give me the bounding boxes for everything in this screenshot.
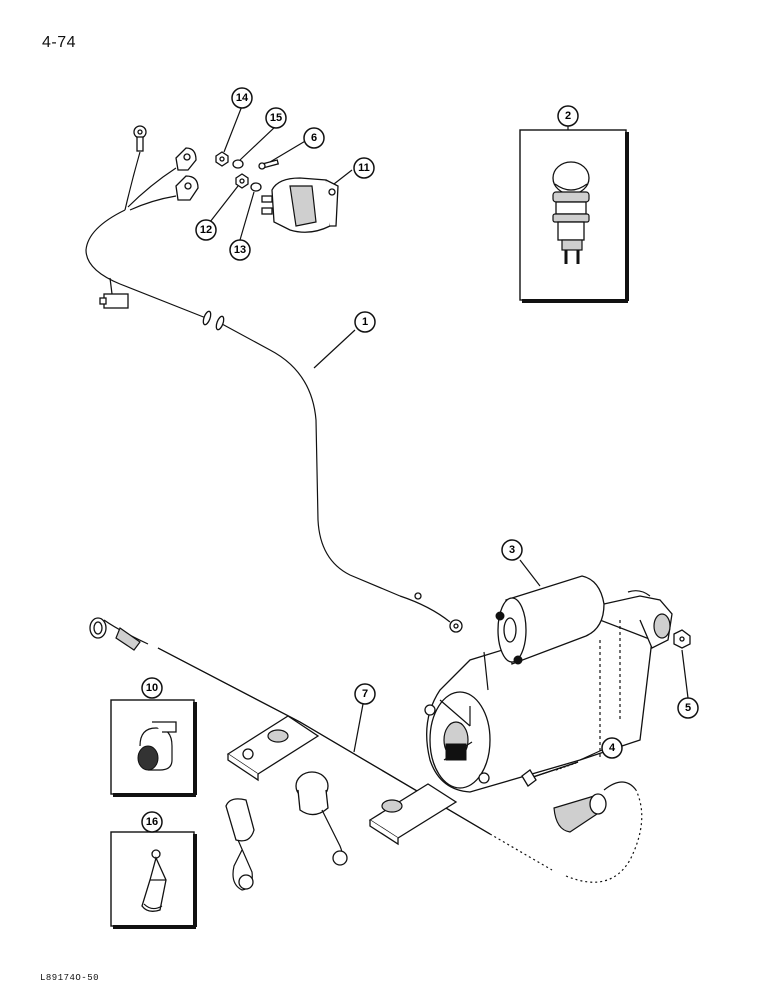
callout-label: 11 <box>358 162 370 174</box>
callout-label: 10 <box>146 682 158 694</box>
callout-16: 16 <box>141 811 163 833</box>
callout-label: 2 <box>565 110 571 122</box>
callout-15: 15 <box>265 107 287 129</box>
starter-motor <box>424 575 673 793</box>
callout-label: 16 <box>146 816 158 828</box>
callout-13: 13 <box>229 239 251 261</box>
push-button-switch <box>552 161 590 264</box>
page-number: 4-74 <box>42 34 77 51</box>
callout-5: 5 <box>677 697 699 719</box>
callout-3: 3 <box>501 539 523 561</box>
cable-clip-lower <box>368 783 458 846</box>
leader-lines <box>209 105 689 761</box>
wiring-harness <box>85 125 463 633</box>
callout-label: 15 <box>270 112 282 124</box>
callout-label: 3 <box>509 544 515 556</box>
figure-code: L89174O-50 <box>40 973 100 983</box>
callout-4: 4 <box>601 737 623 759</box>
terminal-boot-right <box>295 771 348 866</box>
callout-label: 6 <box>311 132 317 144</box>
callout-12: 12 <box>195 219 217 241</box>
terminal-boot-left <box>225 798 255 891</box>
cable-clamp <box>137 721 177 771</box>
nut-12 <box>235 173 249 189</box>
callout-1: 1 <box>354 311 376 333</box>
cable-strap <box>141 849 167 912</box>
callout-7: 7 <box>354 683 376 705</box>
callout-label: 1 <box>362 316 368 328</box>
callout-10: 10 <box>141 677 163 699</box>
washer-15 <box>232 159 244 169</box>
callout-6: 6 <box>303 127 325 149</box>
nut-14 <box>215 151 229 167</box>
callout-label: 12 <box>200 224 212 236</box>
relay-solenoid <box>261 177 339 233</box>
cable-clip-upper <box>226 715 320 782</box>
nut-5 <box>673 629 691 649</box>
screw-6 <box>258 159 280 170</box>
callout-label: 4 <box>609 742 616 754</box>
callout-label: 7 <box>362 688 368 700</box>
washer-13 <box>250 182 262 192</box>
callout-14: 14 <box>231 87 253 109</box>
callout-2: 2 <box>557 105 579 127</box>
callout-label: 14 <box>236 92 249 104</box>
callout-label: 13 <box>234 244 246 256</box>
callout-11: 11 <box>353 157 375 179</box>
callout-label: 5 <box>685 702 691 714</box>
bolt-4 <box>521 761 579 787</box>
